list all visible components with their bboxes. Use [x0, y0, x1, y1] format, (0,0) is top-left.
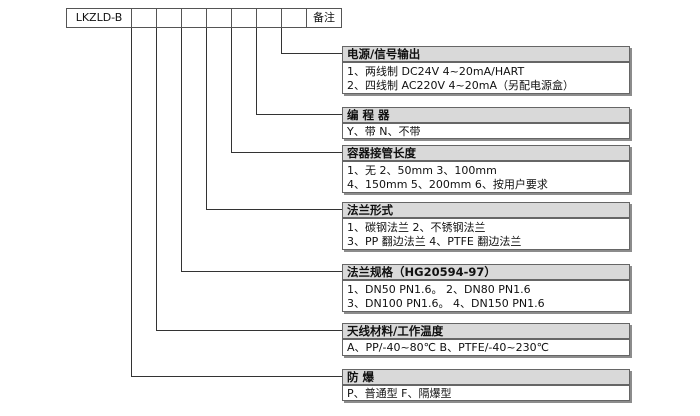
option-line: 1、DN50 PN1.6。 2、DN80 PN1.6 — [347, 283, 531, 296]
section-explosion-proof: 防 爆 P、普通型 F、隔爆型 — [342, 369, 630, 403]
section-options: 1、碳钢法兰 2、不锈钢法兰 3、PP 翻边法兰 4、PTFE 翻边法兰 — [342, 218, 630, 250]
option-line: 3、PP 翻边法兰 4、PTFE 翻边法兰 — [347, 234, 522, 248]
section-nozzle-length: 容器接管长度 1、无 2、50mm 3、100mm 4、150mm 5、200m… — [342, 145, 630, 197]
section-title-box: 编 程 器 — [342, 107, 630, 123]
section-options: A、PP/-40~80℃ B、PTFE/-40~230℃ — [342, 339, 630, 356]
code-slot-1 — [131, 8, 157, 28]
section-title: 编 程 器 — [347, 108, 390, 122]
section-flange-spec: 法兰规格（HG20594-97） 1、DN50 PN1.6。 2、DN80 PN… — [342, 264, 630, 316]
option-line: 4、150mm 5、200mm 6、按用户要求 — [347, 177, 548, 191]
section-title-box: 容器接管长度 — [342, 145, 630, 161]
section-title: 容器接管长度 — [347, 146, 416, 160]
section-power-signal: 电源/信号输出 1、两线制 DC24V 4~20mA/HART 2、四线制 AC… — [342, 46, 630, 98]
model-prefix-cell: LKZLD-B — [66, 8, 132, 28]
option-line: 1、无 2、50mm 3、100mm — [347, 164, 497, 177]
note-label: 备注 — [313, 11, 335, 24]
section-title-box: 法兰形式 — [342, 202, 630, 218]
code-slot-4 — [206, 8, 232, 28]
section-options: 1、两线制 DC24V 4~20mA/HART 2、四线制 AC220V 4~2… — [342, 62, 630, 94]
code-slot-3 — [181, 8, 207, 28]
section-title: 天线材料/工作温度 — [347, 324, 444, 338]
section-programmer: 编 程 器 Y、带 N、不带 — [342, 107, 630, 141]
option-line: P、普通型 F、隔爆型 — [347, 387, 452, 400]
option-line: 1、两线制 DC24V 4~20mA/HART — [347, 65, 525, 78]
option-line: 2、四线制 AC220V 4~20mA（另配电源盒） — [347, 78, 574, 92]
section-title-box: 防 爆 — [342, 369, 630, 385]
section-title: 电源/信号输出 — [347, 47, 421, 61]
section-title: 法兰形式 — [347, 203, 393, 217]
section-title-box: 天线材料/工作温度 — [342, 323, 630, 339]
section-options: Y、带 N、不带 — [342, 123, 630, 139]
section-title-box: 电源/信号输出 — [342, 46, 630, 62]
code-slot-2 — [156, 8, 182, 28]
code-slot-7 — [281, 8, 307, 28]
section-flange-type: 法兰形式 1、碳钢法兰 2、不锈钢法兰 3、PP 翻边法兰 4、PTFE 翻边法… — [342, 202, 630, 254]
option-line: Y、带 N、不带 — [347, 125, 421, 138]
section-title-box: 法兰规格（HG20594-97） — [342, 264, 630, 280]
note-cell: 备注 — [306, 8, 342, 28]
section-options: 1、DN50 PN1.6。 2、DN80 PN1.6 3、DN100 PN1.6… — [342, 280, 630, 312]
model-prefix: LKZLD-B — [75, 11, 123, 24]
option-line: A、PP/-40~80℃ B、PTFE/-40~230℃ — [347, 341, 549, 354]
section-title: 防 爆 — [347, 370, 375, 384]
section-title: 法兰规格（HG20594-97） — [347, 265, 496, 279]
code-slot-5 — [231, 8, 257, 28]
section-antenna-material: 天线材料/工作温度 A、PP/-40~80℃ B、PTFE/-40~230℃ — [342, 323, 630, 357]
option-line: 1、碳钢法兰 2、不锈钢法兰 — [347, 221, 486, 234]
code-slot-6 — [256, 8, 282, 28]
option-line: 3、DN100 PN1.6。 4、DN150 PN1.6 — [347, 296, 545, 310]
section-options: P、普通型 F、隔爆型 — [342, 385, 630, 401]
section-options: 1、无 2、50mm 3、100mm 4、150mm 5、200mm 6、按用户… — [342, 161, 630, 193]
